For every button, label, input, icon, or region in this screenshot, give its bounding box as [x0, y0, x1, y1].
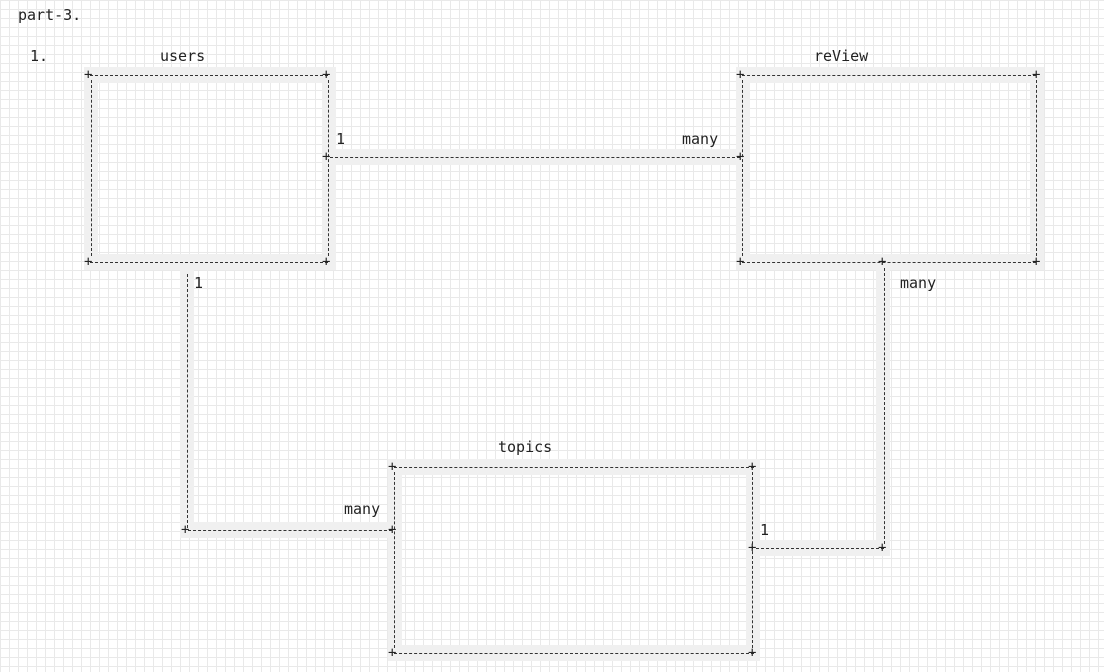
review-right-band: [1030, 67, 1044, 270]
topics-entity-label: topics: [498, 438, 553, 456]
corner-plus: +: [878, 254, 887, 270]
users-left-edge: [91, 80, 92, 256]
users-review-to-cardinality: many: [682, 130, 719, 148]
corner-plus: +: [388, 522, 397, 538]
corner-plus: +: [388, 645, 397, 661]
review-right-edge: [1036, 80, 1037, 256]
corner-plus: +: [748, 540, 757, 556]
corner-plus: +: [84, 254, 93, 270]
corner-plus: +: [1032, 254, 1041, 270]
topics-right-band: [746, 459, 760, 661]
connector-plus: +: [736, 149, 745, 165]
connector-plus: +: [878, 540, 887, 556]
review-left-band: [736, 67, 750, 270]
users-top-edge: [90, 75, 328, 76]
users-topics-from-cardinality: 1: [194, 274, 204, 292]
topics-left-band: [388, 459, 402, 661]
review-left-edge: [742, 80, 743, 256]
topics-review-from-cardinality: 1: [760, 521, 770, 539]
corner-plus: +: [84, 67, 93, 83]
corner-plus: +: [748, 645, 757, 661]
topics-review-vertical-band: [876, 260, 890, 556]
users-topics-horizontal-line: [188, 530, 392, 531]
corner-plus: +: [736, 254, 745, 270]
corner-plus: +: [388, 459, 397, 475]
topics-review-horizontal-line: [756, 548, 884, 549]
topics-top-edge: [394, 467, 754, 468]
topics-review-vertical-line: [884, 268, 885, 544]
users-right-edge: [328, 80, 329, 256]
topics-review-to-cardinality: many: [900, 274, 937, 292]
corner-plus: +: [748, 459, 757, 475]
review-entity-label: reView: [814, 47, 869, 65]
connector-plus: +: [322, 149, 331, 165]
users-topics-to-cardinality: many: [344, 500, 381, 518]
corner-plus: +: [1032, 67, 1041, 83]
users-topics-vertical-line: [187, 274, 188, 528]
page-title: part-3.: [18, 6, 82, 24]
list-number: 1.: [30, 47, 49, 65]
topics-right-edge: [752, 472, 753, 648]
users-entity-label: users: [160, 47, 206, 65]
connector-plus: +: [181, 522, 190, 538]
users-bottom-edge: [90, 262, 328, 263]
corner-plus: +: [322, 67, 331, 83]
topics-bottom-edge: [394, 653, 754, 654]
users-right-band: [322, 67, 336, 270]
users-review-line: [330, 157, 740, 158]
users-review-from-cardinality: 1: [336, 130, 346, 148]
corner-plus: +: [322, 254, 331, 270]
review-top-edge: [742, 75, 1036, 76]
topics-left-edge: [394, 472, 395, 648]
review-bottom-edge: [742, 262, 1036, 263]
corner-plus: +: [736, 67, 745, 83]
